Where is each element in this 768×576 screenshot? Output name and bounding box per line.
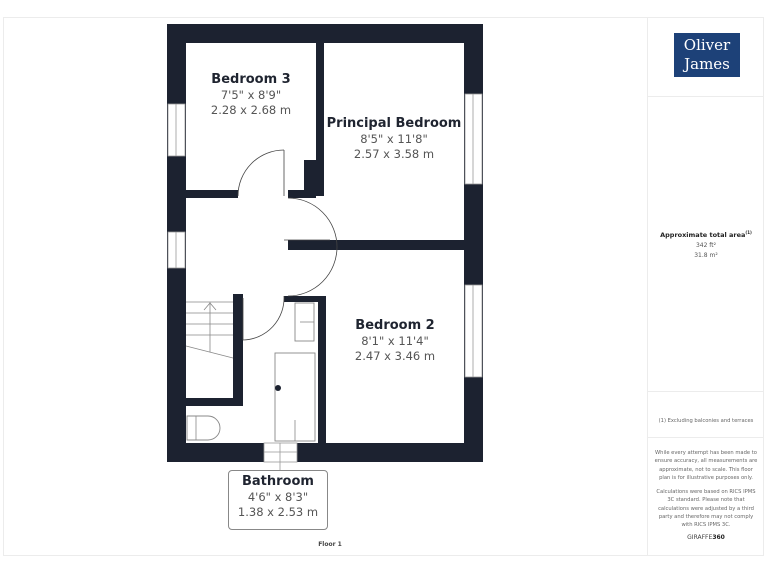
room-bedroom-2: Bedroom 2 8'1" x 11'4" 2.47 x 3.46 m bbox=[326, 318, 464, 364]
brand-logo: Oliver James bbox=[674, 33, 740, 77]
divider bbox=[648, 96, 764, 97]
room-name: Bedroom 2 bbox=[355, 318, 435, 333]
disclaimer-rics: Calculations were based on RICS IPMS 3C … bbox=[656, 489, 756, 529]
divider bbox=[648, 437, 764, 438]
area-title-text: Approximate total area bbox=[660, 231, 746, 240]
floor-label: Floor 1 bbox=[318, 541, 342, 548]
info-sidebar: Oliver James Approximate total area(1) 3… bbox=[647, 17, 764, 556]
room-bedroom-3: Bedroom 3 7'5" x 8'9" 2.28 x 2.68 m bbox=[186, 72, 316, 118]
brand-suffix: 360 bbox=[712, 534, 725, 541]
room-dim-metric: 2.57 x 3.58 m bbox=[353, 147, 435, 161]
area-title: Approximate total area(1) bbox=[648, 230, 764, 239]
room-bathroom: Bathroom 4'6" x 8'3" 1.38 x 2.53 m bbox=[228, 470, 328, 530]
room-name: Bathroom bbox=[242, 474, 314, 489]
area-sqft: 342 ft² bbox=[695, 242, 717, 249]
room-dim-imperial: 8'1" x 11'4" bbox=[361, 334, 429, 348]
room-name: Principal Bedroom bbox=[326, 116, 462, 131]
room-dim-imperial: 4'6" x 8'3" bbox=[247, 490, 309, 504]
divider bbox=[648, 391, 764, 392]
room-dim-metric: 1.38 x 2.53 m bbox=[237, 505, 319, 519]
room-dim-imperial: 8'5" x 11'8" bbox=[360, 132, 428, 146]
brand-prefix: GIRAFFE bbox=[687, 534, 713, 541]
footnote-mark: (1) bbox=[745, 230, 752, 235]
room-name: Bedroom 3 bbox=[211, 72, 291, 87]
room-principal-bedroom: Principal Bedroom 8'5" x 11'8" 2.57 x 3.… bbox=[324, 116, 464, 162]
logo-line-2: James bbox=[684, 55, 730, 73]
area-sqm: 31.8 m² bbox=[694, 252, 718, 259]
disclaimer-accuracy: While every attempt has been made to ens… bbox=[654, 450, 758, 481]
logo-line-1: Oliver bbox=[683, 36, 731, 54]
room-dim-imperial: 7'5" x 8'9" bbox=[220, 88, 282, 102]
room-dim-metric: 2.28 x 2.68 m bbox=[210, 103, 292, 117]
floorplan-frame bbox=[3, 17, 764, 556]
room-dim-metric: 2.47 x 3.46 m bbox=[354, 349, 436, 363]
giraffe360-brand: GIRAFFE360 bbox=[648, 534, 764, 541]
footnote: (1) Excluding balconies and terraces bbox=[658, 418, 754, 424]
